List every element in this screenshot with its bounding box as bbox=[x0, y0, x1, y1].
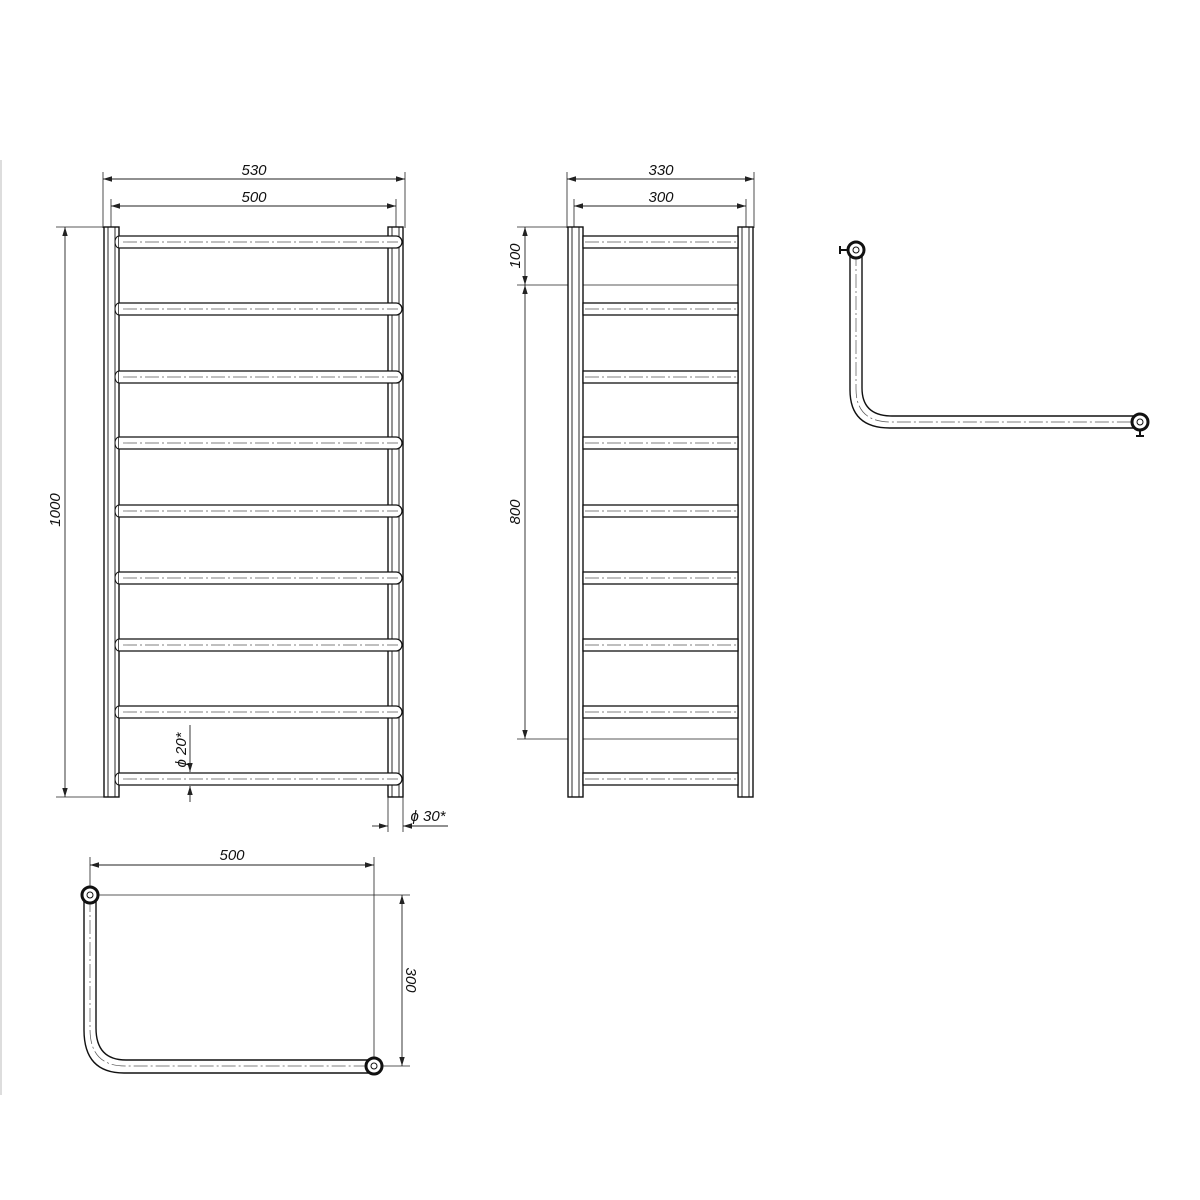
side-crossbar bbox=[582, 772, 739, 786]
front-crossbar bbox=[114, 772, 403, 786]
side-crossbar bbox=[582, 370, 739, 384]
plan-width-500-label: 500 bbox=[219, 847, 245, 864]
profile-view-right bbox=[839, 240, 1150, 437]
front-post-diameter-label: ϕ 30* bbox=[410, 808, 446, 825]
front-left-post bbox=[103, 226, 120, 798]
side-depth-300-label: 300 bbox=[648, 189, 674, 206]
plan-top-connector bbox=[80, 885, 100, 905]
side-crossbar bbox=[582, 638, 739, 652]
side-offset-100-label: 100 bbox=[507, 243, 524, 269]
side-crossbars bbox=[582, 235, 739, 786]
front-view: 530 500 1000 ϕ 20* ϕ 30* bbox=[47, 162, 448, 832]
side-crossbar bbox=[582, 705, 739, 719]
front-crossbar bbox=[114, 436, 403, 450]
front-crossbar bbox=[114, 504, 403, 518]
front-bar-diameter-label: ϕ 20* bbox=[173, 731, 190, 767]
front-crossbars bbox=[114, 235, 403, 786]
side-crossbar bbox=[582, 504, 739, 518]
profile-right-tube-outer bbox=[849, 252, 1140, 429]
plan-tube-outer bbox=[83, 898, 374, 1074]
front-crossbar bbox=[114, 235, 403, 249]
side-spacing-800-label: 800 bbox=[507, 499, 524, 525]
plan-tube-centerline bbox=[89, 898, 374, 1067]
profile-right-tube-inner bbox=[861, 252, 1140, 417]
front-crossbar bbox=[114, 370, 403, 384]
side-crossbar bbox=[582, 436, 739, 450]
side-depth-330-label: 330 bbox=[648, 162, 674, 179]
plan-depth-300-label: 300 bbox=[402, 967, 419, 993]
plan-view: 500 300 bbox=[80, 847, 419, 1076]
front-crossbar bbox=[114, 638, 403, 652]
side-left-post bbox=[567, 226, 584, 798]
plan-tube-inner bbox=[95, 898, 374, 1061]
profile-right-centerline bbox=[855, 252, 1140, 423]
plan-end-connector bbox=[364, 1056, 384, 1076]
front-crossbar bbox=[114, 302, 403, 316]
profile-right-end-connector bbox=[1130, 412, 1150, 437]
front-width-530-label: 530 bbox=[241, 162, 267, 179]
front-crossbar bbox=[114, 705, 403, 719]
side-right-post bbox=[737, 226, 754, 798]
profile-right-top-connector bbox=[839, 240, 866, 260]
side-crossbar bbox=[582, 571, 739, 585]
side-crossbar bbox=[582, 302, 739, 316]
front-crossbar bbox=[114, 571, 403, 585]
front-width-500-label: 500 bbox=[241, 189, 267, 206]
side-crossbar bbox=[582, 235, 739, 249]
side-view: 330 300 100 800 bbox=[507, 162, 755, 798]
front-height-1000-label: 1000 bbox=[47, 493, 64, 527]
